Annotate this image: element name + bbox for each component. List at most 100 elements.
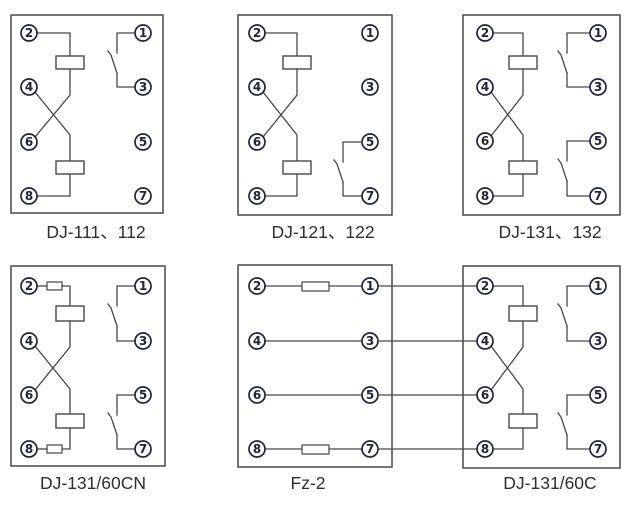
- wire: [34, 68, 71, 138]
- svg-text:4: 4: [253, 334, 261, 348]
- terminal-8: 8: [476, 440, 494, 458]
- svg-text:2: 2: [253, 279, 261, 293]
- wire: [490, 91, 524, 162]
- contact-blade: [107, 303, 118, 327]
- svg-text:5: 5: [139, 135, 147, 149]
- svg-text:3: 3: [594, 80, 602, 94]
- coil-symbol: [55, 305, 85, 322]
- wire: [492, 32, 524, 57]
- terminal-1: 1: [589, 24, 607, 42]
- contact-wire: [116, 32, 136, 54]
- coil-symbol: [508, 413, 538, 429]
- diagram-label: Fz-2: [291, 473, 326, 493]
- svg-text:7: 7: [139, 442, 147, 456]
- terminal-3: 3: [589, 78, 607, 96]
- contact-wire: [116, 394, 136, 416]
- terminal-4: 4: [476, 78, 494, 96]
- no-contact-5-7: [107, 394, 136, 450]
- diagram-dj-111-112: 2 4 6 8 1 3 5 7 DJ-111、112: [10, 14, 164, 242]
- diagram-label: DJ-131/60C: [503, 473, 596, 493]
- svg-text:7: 7: [594, 189, 602, 203]
- wire: [264, 32, 298, 57]
- resistor-symbol: [46, 281, 63, 291]
- resistor-symbol: [301, 281, 330, 292]
- diagram-dj-131-60cn: 2 4 6 8 1 3 5 7 DJ-131/60CN: [10, 265, 166, 493]
- wire: [492, 427, 524, 450]
- contact-wire: [566, 325, 591, 342]
- wire: [34, 91, 71, 162]
- terminal-2: 2: [248, 277, 266, 295]
- svg-text:8: 8: [481, 189, 489, 203]
- svg-text:1: 1: [594, 26, 602, 40]
- terminal-7: 7: [589, 440, 607, 458]
- diagram-fz-2: 2 4 6 8 1 3 5 7 Fz-2: [237, 264, 393, 493]
- svg-text:5: 5: [594, 134, 602, 148]
- terminal-1: 1: [589, 277, 607, 295]
- svg-text:6: 6: [481, 134, 489, 148]
- coil-symbol: [508, 305, 538, 322]
- coil-symbol: [55, 55, 85, 70]
- no-contact-5-7: [333, 141, 363, 197]
- svg-text:8: 8: [25, 442, 33, 456]
- no-contact-1-3: [107, 32, 136, 88]
- contact-wire: [116, 285, 136, 307]
- svg-text:5: 5: [594, 388, 602, 402]
- contact-blade: [107, 50, 118, 74]
- wire: [490, 320, 524, 391]
- contact-blade: [557, 158, 568, 182]
- no-contact-5-7: [557, 394, 591, 450]
- resistor-symbol: [46, 444, 63, 454]
- svg-text:4: 4: [481, 80, 489, 94]
- terminal-2: 2: [248, 24, 266, 42]
- terminal-6: 6: [248, 133, 266, 151]
- svg-text:6: 6: [481, 388, 489, 402]
- no-contact-1-3: [557, 285, 591, 342]
- wire: [61, 427, 71, 450]
- contact-blade: [557, 412, 568, 436]
- contact-wire: [566, 72, 591, 88]
- wire: [490, 68, 524, 137]
- terminal-4: 4: [20, 332, 38, 350]
- svg-text:6: 6: [25, 388, 33, 402]
- terminal-4: 4: [20, 78, 38, 96]
- terminal-2: 2: [476, 24, 494, 42]
- terminal-2: 2: [20, 24, 38, 42]
- case-outline: [10, 14, 164, 214]
- terminal-5: 5: [134, 133, 152, 151]
- terminal-5: 5: [361, 133, 379, 151]
- terminal-6: 6: [20, 133, 38, 151]
- svg-text:3: 3: [139, 334, 147, 348]
- svg-text:4: 4: [25, 334, 33, 348]
- contact-blade: [557, 303, 568, 327]
- svg-text:7: 7: [139, 189, 147, 203]
- svg-text:2: 2: [25, 279, 33, 293]
- contact-blade: [107, 412, 118, 436]
- terminal-1: 1: [134, 24, 152, 42]
- terminal-8: 8: [20, 187, 38, 205]
- no-contact-1-3: [107, 285, 136, 342]
- terminal-7: 7: [589, 187, 607, 205]
- svg-text:6: 6: [253, 388, 261, 402]
- svg-text:5: 5: [139, 388, 147, 402]
- svg-text:3: 3: [594, 334, 602, 348]
- contact-wire: [566, 32, 591, 54]
- svg-text:1: 1: [594, 279, 602, 293]
- terminal-5: 5: [589, 132, 607, 150]
- contact-wire: [342, 141, 363, 163]
- svg-text:1: 1: [366, 26, 374, 40]
- svg-text:1: 1: [366, 279, 374, 293]
- svg-text:7: 7: [366, 189, 374, 203]
- diagram-label: DJ-121、122: [271, 222, 374, 242]
- terminal-7: 7: [134, 187, 152, 205]
- terminal-3: 3: [361, 78, 379, 96]
- terminal-4: 4: [476, 332, 494, 350]
- terminal-6: 6: [476, 132, 494, 150]
- contact-wire: [566, 180, 591, 197]
- svg-text:5: 5: [366, 388, 374, 402]
- svg-text:8: 8: [481, 442, 489, 456]
- terminal-6: 6: [20, 386, 38, 404]
- svg-text:3: 3: [366, 80, 374, 94]
- contact-wire: [116, 72, 136, 88]
- svg-text:7: 7: [594, 442, 602, 456]
